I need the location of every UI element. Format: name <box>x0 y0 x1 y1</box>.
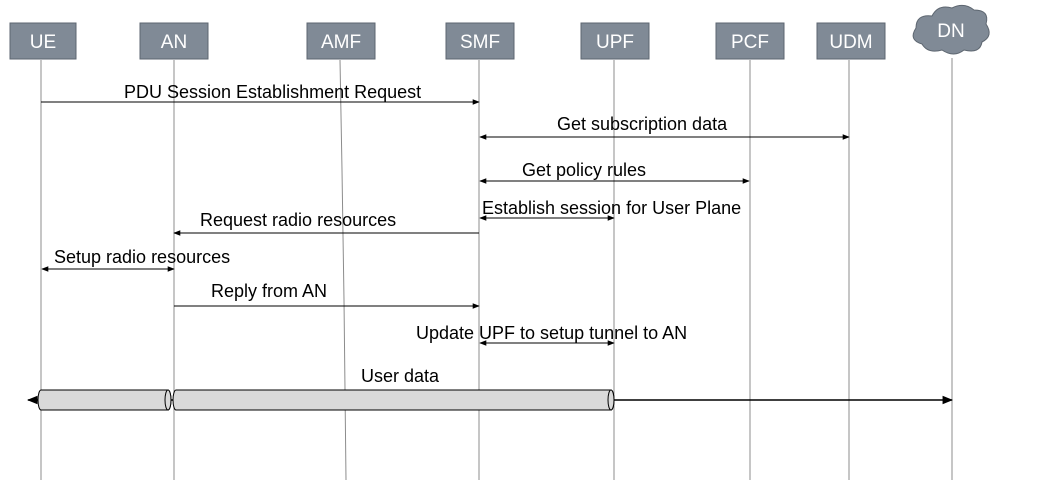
lifelines <box>40 58 953 481</box>
entity-amf: AMF <box>306 22 376 60</box>
tunnel-an-upf <box>172 389 615 411</box>
entity-label-upf: UPF <box>596 32 634 53</box>
message-pdu-session-request: PDU Session Establishment Request <box>41 82 480 105</box>
message-label-rep: Reply from AN <box>211 281 327 301</box>
entity-label-amf: AMF <box>321 32 361 53</box>
message-request-radio-resources: Request radio resources <box>173 210 479 236</box>
entity-label-smf: SMF <box>460 32 500 53</box>
message-label-pol: Get policy rules <box>522 160 646 180</box>
entity-udm: UDM <box>816 22 886 60</box>
message-label-est: Establish session for User Plane <box>482 198 741 218</box>
entity-label-ue: UE <box>30 32 56 53</box>
entity-ue: UE <box>9 22 77 60</box>
entity-pcf: PCF <box>715 22 785 60</box>
message-establish-session: Establish session for User Plane <box>479 198 741 221</box>
entity-dn-cloud: DN <box>912 4 990 55</box>
entity-upf: UPF <box>580 22 650 60</box>
message-setup-radio-resources: Setup radio resources <box>41 247 230 272</box>
tunnel-ue-an <box>37 389 172 411</box>
entity-label-udm: UDM <box>829 32 872 53</box>
message-label-pdu: PDU Session Establishment Request <box>124 82 421 102</box>
user-data-flow: User data <box>26 366 954 411</box>
entity-an: AN <box>139 22 209 60</box>
message-get-policy-rules: Get policy rules <box>479 160 750 184</box>
message-label-set: Setup radio resources <box>54 247 230 267</box>
message-update-upf-tunnel: Update UPF to setup tunnel to AN <box>416 323 687 346</box>
entity-label-pcf: PCF <box>731 32 769 53</box>
message-reply-from-an: Reply from AN <box>174 281 480 309</box>
message-label-req: Request radio resources <box>200 210 396 230</box>
entity-label-an: AN <box>161 32 187 53</box>
lifeline-amf <box>339 59 347 481</box>
message-label-usr: User data <box>361 366 440 386</box>
entity-label-dn: DN <box>937 21 964 42</box>
entity-smf: SMF <box>445 22 515 60</box>
message-label-sub: Get subscription data <box>557 114 728 134</box>
message-label-upd: Update UPF to setup tunnel to AN <box>416 323 687 343</box>
message-get-subscription-data: Get subscription data <box>479 114 850 140</box>
